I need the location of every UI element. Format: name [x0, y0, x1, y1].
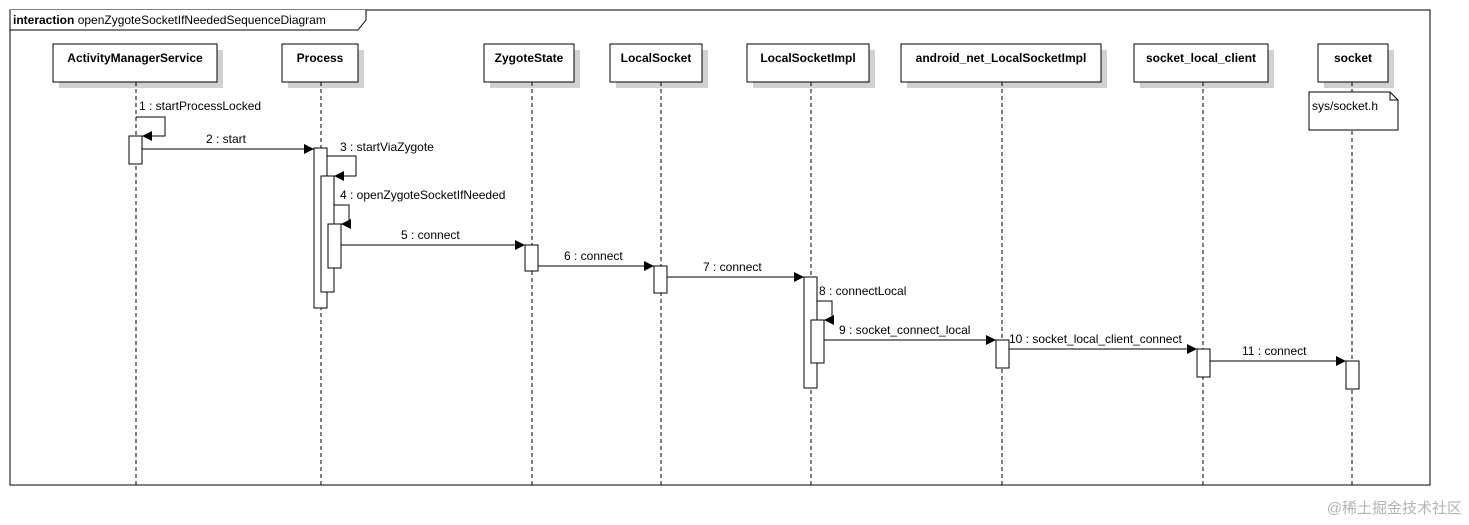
frame-title: interaction openZygoteSocketIfNeededSequ…	[13, 13, 326, 27]
activation-jni	[995, 339, 1010, 369]
message-label-11: 11 : connect	[1242, 344, 1307, 358]
activation-zygote	[524, 244, 539, 272]
message-9[interactable]: 9 : socket_connect_local	[824, 323, 996, 345]
participant-label-jni: android_net_LocalSocketImpl	[916, 51, 1087, 65]
message-7[interactable]: 7 : connect	[667, 260, 804, 282]
activation-localsocket	[653, 265, 668, 294]
message-10[interactable]: 10 : socket_local_client_connect	[1009, 332, 1197, 354]
message-8[interactable]: 8 : connectLocal	[817, 284, 906, 325]
participant-localsocketimpl[interactable]: LocalSocketImpl	[746, 43, 875, 485]
message-label-10: 10 : socket_local_client_connect	[1009, 332, 1182, 346]
activation-localsocketimpl-connectLocal	[810, 319, 825, 364]
message-3[interactable]: 3 : startViaZygote	[327, 140, 434, 181]
message-label-9: 9 : socket_connect_local	[839, 323, 970, 337]
participant-label-client: socket_local_client	[1146, 51, 1256, 65]
activation-socket	[1345, 360, 1360, 390]
message-label-8: 8 : connectLocal	[819, 284, 906, 298]
activation-process-openZygoteSocket	[327, 223, 342, 269]
participant-label-zygote: ZygoteState	[495, 51, 564, 65]
interaction-frame: interaction openZygoteSocketIfNeededSequ…	[9, 9, 1431, 486]
participant-zygote[interactable]: ZygoteState	[483, 43, 580, 485]
message-label-5: 5 : connect	[401, 228, 460, 242]
message-2[interactable]: 2 : start	[142, 132, 314, 154]
message-label-4: 4 : openZygoteSocketIfNeeded	[340, 188, 505, 202]
activation-client	[1196, 348, 1211, 378]
activation-ams	[128, 135, 143, 165]
frame-keyword: interaction	[13, 13, 74, 27]
frame-name: openZygoteSocketIfNeededSequenceDiagram	[78, 13, 326, 27]
message-6[interactable]: 6 : connect	[538, 249, 654, 271]
message-label-6: 6 : connect	[564, 249, 623, 263]
participant-jni[interactable]: android_net_LocalSocketImpl	[900, 43, 1107, 485]
message-5[interactable]: 5 : connect	[341, 228, 525, 250]
message-label-7: 7 : connect	[703, 260, 762, 274]
message-label-3: 3 : startViaZygote	[340, 140, 434, 154]
participant-label-localsocketimpl: LocalSocketImpl	[760, 51, 855, 65]
note-socket-header: sys/socket.h	[1308, 91, 1400, 131]
participant-label-ams: ActivityManagerService	[67, 51, 203, 65]
participant-client[interactable]: socket_local_client	[1133, 43, 1274, 485]
participant-label-socket: socket	[1334, 51, 1372, 65]
participant-label-process: Process	[297, 51, 344, 65]
message-4[interactable]: 4 : openZygoteSocketIfNeeded	[334, 188, 505, 229]
participant-label-localsocket: LocalSocket	[621, 51, 692, 65]
participant-ams[interactable]: ActivityManagerService	[52, 43, 223, 485]
participant-localsocket[interactable]: LocalSocket	[609, 43, 708, 485]
message-11[interactable]: 11 : connect	[1210, 344, 1346, 366]
activations	[128, 135, 1360, 390]
participant-process[interactable]: Process	[281, 43, 364, 485]
message-label-1: 1 : startProcessLocked	[139, 99, 261, 113]
message-label-2: 2 : start	[206, 132, 247, 146]
message-1[interactable]: 1 : startProcessLocked	[136, 99, 261, 141]
watermark-text: @稀土掘金技术社区	[1327, 500, 1462, 517]
participant-socket[interactable]: socket	[1317, 43, 1394, 485]
note-text: sys/socket.h	[1312, 99, 1378, 113]
